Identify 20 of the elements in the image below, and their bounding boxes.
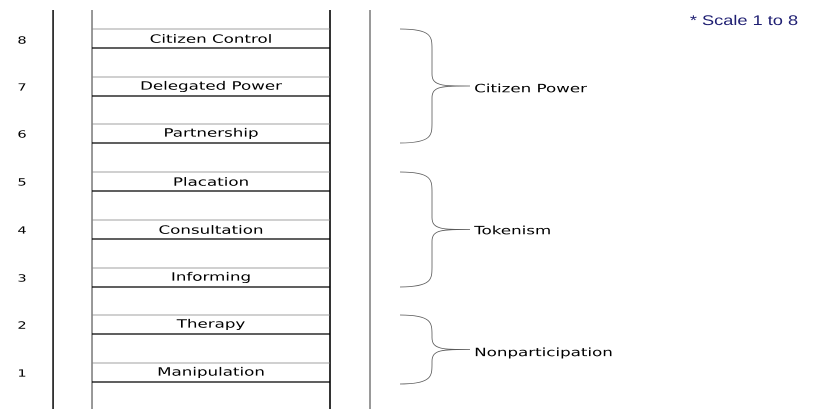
rung-number: 8: [18, 36, 26, 44]
rung-number: 3: [18, 274, 26, 282]
ladder-rung: Citizen Control: [92, 28, 330, 49]
group-label: Nonparticipation: [476, 347, 612, 359]
ladder-rung: Manipulation: [92, 362, 330, 383]
ladder-rung: Placation: [92, 172, 330, 192]
rung-number: 5: [18, 178, 26, 186]
rung-number: 1: [19, 369, 26, 377]
ladder-rung: Delegated Power: [92, 76, 330, 97]
group-label: Tokenism: [474, 226, 550, 234]
ladder-rung: Informing: [92, 268, 330, 288]
group-label: Citizen Power: [475, 84, 587, 92]
rung-number: 2: [18, 321, 26, 329]
rung-number: 4: [18, 226, 26, 234]
ladder-rung: Therapy: [92, 314, 330, 335]
ladder-rung: Consultation: [92, 220, 330, 240]
scale-note: * Scale 1 to 8: [690, 14, 798, 26]
rung-number: 6: [18, 130, 26, 138]
ladder-rung: Partnership: [92, 124, 330, 144]
rung-number: 7: [18, 83, 26, 91]
